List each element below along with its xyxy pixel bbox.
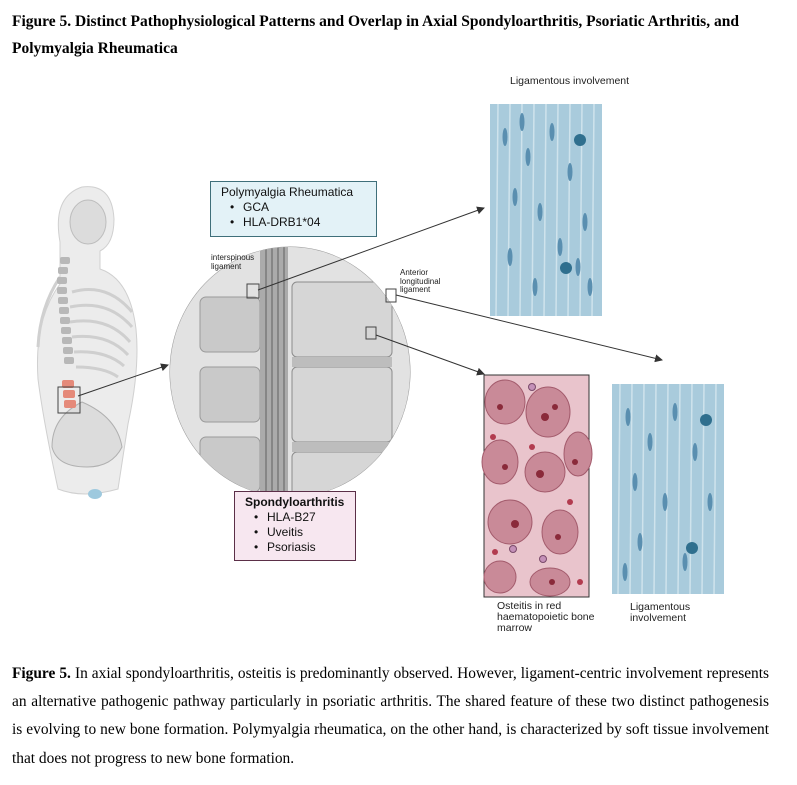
figure-title: Figure 5. Distinct Pathophysiological Pa… [12, 13, 739, 57]
spa-item: HLA-B27 [254, 510, 347, 525]
spa-item: Uveitis [254, 525, 347, 540]
spa-box-title: Spondyloarthritis [245, 495, 345, 509]
spa-box: Spondyloarthritis HLA-B27 Uveitis Psoria… [234, 491, 356, 561]
figure-caption: Figure 5. In axial spondyloarthritis, os… [12, 660, 769, 773]
spa-list: HLA-B27 Uveitis Psoriasis [245, 510, 347, 555]
caption-text: In axial spondyloarthritis, osteitis is … [12, 665, 769, 767]
human-figure [36, 186, 138, 499]
diagram-canvas [36, 103, 724, 598]
spa-item: Psoriasis [254, 540, 347, 555]
pmr-box: Polymyalgia Rheumatica GCA HLA-DRB1*04 [210, 181, 377, 237]
osteitis-panel [481, 374, 593, 598]
caption-label: Figure 5. [12, 665, 71, 682]
pmr-item: HLA-DRB1*04 [230, 215, 368, 230]
label-osteitis: Osteitis in red haematopoietic bone marr… [497, 600, 595, 634]
spine-zoom [169, 246, 411, 498]
label-anterior-longitudinal: Anterior longitudinal ligament [400, 268, 441, 294]
pmr-item: GCA [230, 200, 368, 215]
figure-diagram: Ligamentous involvement interspinous lig… [0, 62, 797, 647]
pmr-list: GCA HLA-DRB1*04 [221, 200, 368, 230]
label-interspinous: interspinous ligament [211, 253, 255, 271]
ligament-panel-top [490, 103, 602, 317]
pmr-box-title: Polymyalgia Rheumatica [221, 185, 354, 199]
ligament-panel-bottom [612, 383, 724, 595]
label-ligamentous-bottom: Ligamentous involvement [630, 601, 691, 624]
label-ligamentous-top: Ligamentous involvement [510, 75, 630, 87]
